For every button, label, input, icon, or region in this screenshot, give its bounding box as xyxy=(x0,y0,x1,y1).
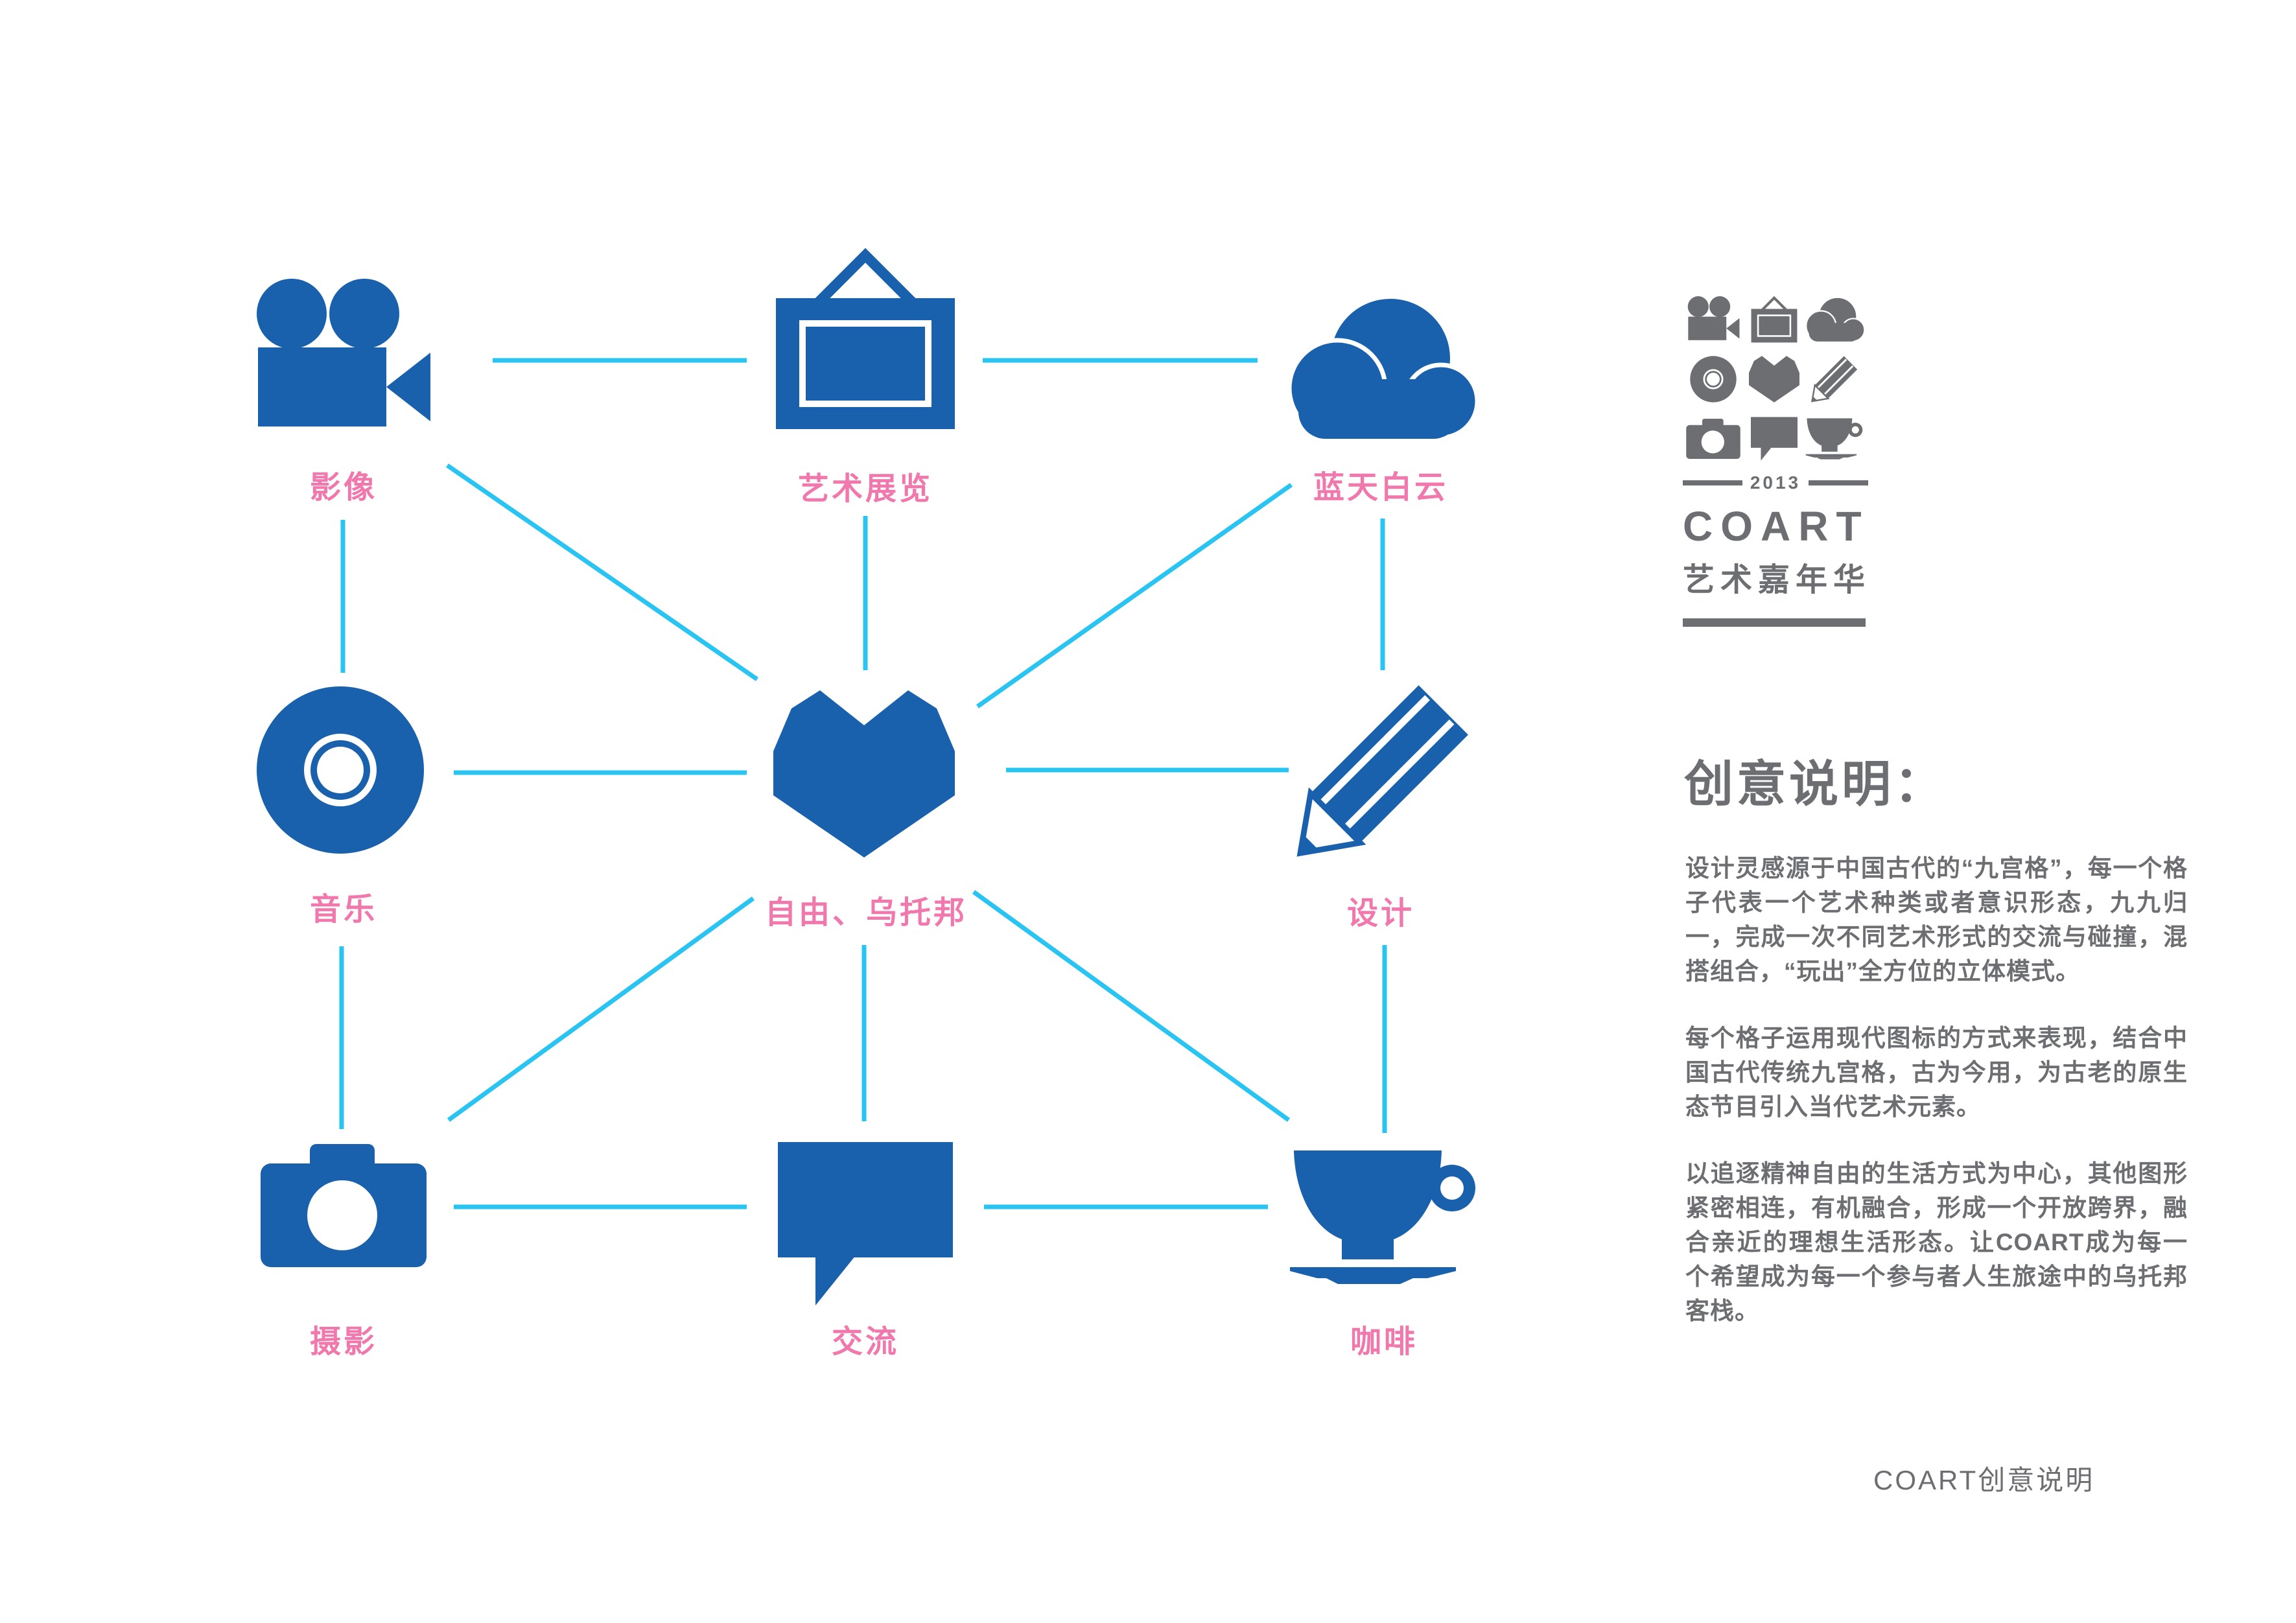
movie-camera-icon xyxy=(252,279,433,436)
connector-line xyxy=(972,890,1291,1122)
camera-icon xyxy=(1683,414,1744,463)
footer-caption: COART创意说明 xyxy=(1873,1465,2095,1495)
cd-icon xyxy=(256,686,425,854)
node-label-art-exhibition: 艺术展览 xyxy=(797,472,933,506)
coffee-cup-icon xyxy=(1289,1150,1483,1284)
pencil-icon xyxy=(1295,682,1477,860)
connector-line xyxy=(976,483,1293,708)
description-paragraph: 每个格子运用现代图标的方式来表现，结合中国古代传统九宫格，古为今用，为古老的原生… xyxy=(1685,1025,2188,1120)
logo-year: 2013 xyxy=(1750,473,1801,493)
heart-icon xyxy=(1744,355,1805,404)
pencil-icon xyxy=(1805,355,1866,404)
description-body: 设计灵感源于中国古代的“九宫格”，每一个格子代表一个艺术种类或者意识形态，九九归… xyxy=(1685,851,2188,1360)
logo-wordmark: COART xyxy=(1683,503,1869,550)
picture-frame-icon xyxy=(775,246,956,433)
speech-bubble-icon xyxy=(1744,414,1805,463)
description-heading: 创意说明： xyxy=(1684,757,1947,812)
coart-logo: 2013 COART 艺术嘉年华 xyxy=(1683,295,1868,627)
node-label-photography: 摄影 xyxy=(309,1325,377,1359)
description-paragraph: 以追逐精神自由的生活方式为中心，其他图形紧密相连，有机融合，形成一个开放跨界，融… xyxy=(1685,1160,2188,1324)
speech-bubble-icon xyxy=(778,1142,953,1305)
logo-icon-grid xyxy=(1683,295,1868,463)
node-label-utopia: 自由、乌托邦 xyxy=(764,896,967,930)
cloud-icon xyxy=(1805,295,1866,344)
node-label-coffee: 咖啡 xyxy=(1350,1325,1418,1359)
cloud-icon xyxy=(1287,296,1479,440)
node-label-design: 设计 xyxy=(1346,896,1414,931)
connector-lines xyxy=(339,358,1387,1209)
cd-icon xyxy=(1683,355,1744,404)
node-label-blue-sky: 蓝天白云 xyxy=(1313,471,1448,505)
picture-frame-icon xyxy=(1744,295,1805,344)
movie-camera-icon xyxy=(1683,295,1744,344)
camera-icon xyxy=(261,1144,427,1267)
logo-subtitle: 艺术嘉年华 xyxy=(1683,563,1871,598)
node-label-video: 影像 xyxy=(309,471,377,505)
logo-year-bar-left xyxy=(1683,480,1742,485)
coffee-cup-icon xyxy=(1805,414,1866,463)
logo-bottom-bar xyxy=(1683,618,1866,627)
logo-year-row: 2013 xyxy=(1683,473,1868,493)
connector-line xyxy=(447,896,755,1122)
description-paragraph: 设计灵感源于中国古代的“九宫格”，每一个格子代表一个艺术种类或者意识形态，九九归… xyxy=(1685,855,2188,985)
heart-icon xyxy=(773,690,955,858)
logo-year-bar-right xyxy=(1808,480,1868,485)
connector-line xyxy=(446,463,758,681)
node-label-communication: 交流 xyxy=(831,1325,899,1359)
node-label-music: 音乐 xyxy=(309,893,377,927)
